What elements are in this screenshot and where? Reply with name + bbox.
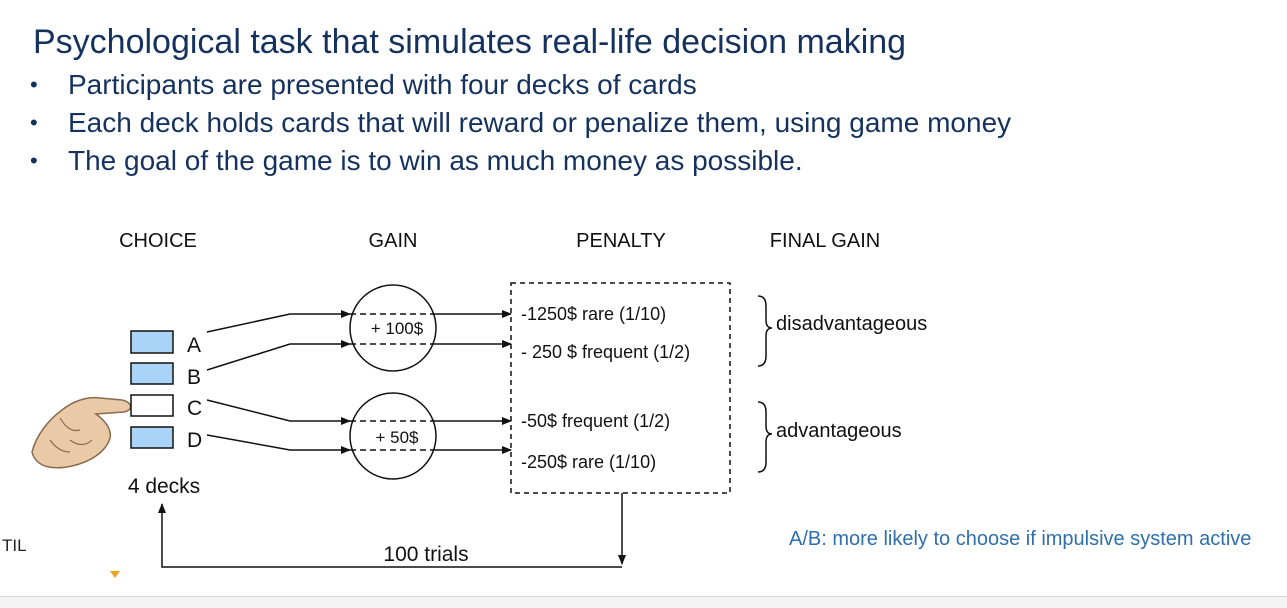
deck-a-label: A: [187, 334, 201, 357]
bullet-item: • Each deck holds cards that will reward …: [30, 104, 1011, 142]
bullet-text: Each deck holds cards that will reward o…: [68, 107, 1012, 138]
slide-marker-icon: [110, 571, 120, 578]
slide-title: Psychological task that simulates real-l…: [33, 23, 907, 61]
gain-circle-low: [349, 392, 437, 480]
side-label: TIL: [2, 536, 27, 555]
penalty-label-b: - 250 $ frequent (1/2): [521, 342, 690, 362]
outcome-advantageous: advantageous: [776, 420, 902, 442]
penalty-label-a: -1250$ rare (1/10): [521, 304, 666, 324]
header-final-gain: FINAL GAIN: [770, 230, 880, 252]
footer-divider: [0, 596, 1287, 597]
hand-illustration: [31, 396, 132, 469]
impulsive-note: A/B: more likely to choose if impulsive …: [789, 528, 1252, 550]
header-penalty: PENALTY: [576, 230, 666, 252]
brace-disadvantageous: [757, 295, 773, 367]
bullet-item: • Participants are presented with four de…: [30, 66, 1011, 104]
penalty-box: [510, 282, 731, 494]
deck-d-label: D: [187, 429, 202, 452]
deck-a-card: [130, 330, 174, 354]
deck-c-label: C: [187, 397, 202, 420]
gain-label-low: + 50$: [375, 428, 419, 447]
bullet-icon: •: [30, 72, 38, 97]
deck-c-card: [130, 394, 174, 417]
brace-advantageous: [757, 401, 773, 473]
decks-count-label: 4 decks: [128, 475, 200, 498]
gain-circle-high: [349, 284, 437, 372]
deck-arrows: [206, 310, 351, 454]
bullet-item: • The goal of the game is to win as much …: [30, 142, 1011, 180]
penalty-label-d: -250$ rare (1/10): [521, 452, 656, 472]
gain-label-high: + 100$: [371, 319, 424, 338]
outcome-disadvantageous: disadvantageous: [776, 313, 927, 335]
penalty-label-c: -50$ frequent (1/2): [521, 411, 670, 431]
bullet-list: • Participants are presented with four de…: [30, 66, 1011, 180]
trials-loop-arrow: [158, 493, 626, 568]
gain-arrows: [350, 310, 512, 454]
header-choice: CHOICE: [119, 230, 197, 252]
bullet-text: The goal of the game is to win as much m…: [68, 145, 803, 176]
bullet-icon: •: [30, 110, 38, 135]
deck-b-card: [130, 362, 174, 385]
header-gain: GAIN: [369, 230, 418, 252]
footer-bar: [0, 597, 1287, 608]
bullet-text: Participants are presented with four dec…: [68, 69, 697, 100]
deck-d-card: [130, 426, 174, 449]
bullet-icon: •: [30, 148, 38, 173]
deck-b-label: B: [187, 366, 201, 389]
trials-label: 100 trials: [383, 543, 468, 566]
